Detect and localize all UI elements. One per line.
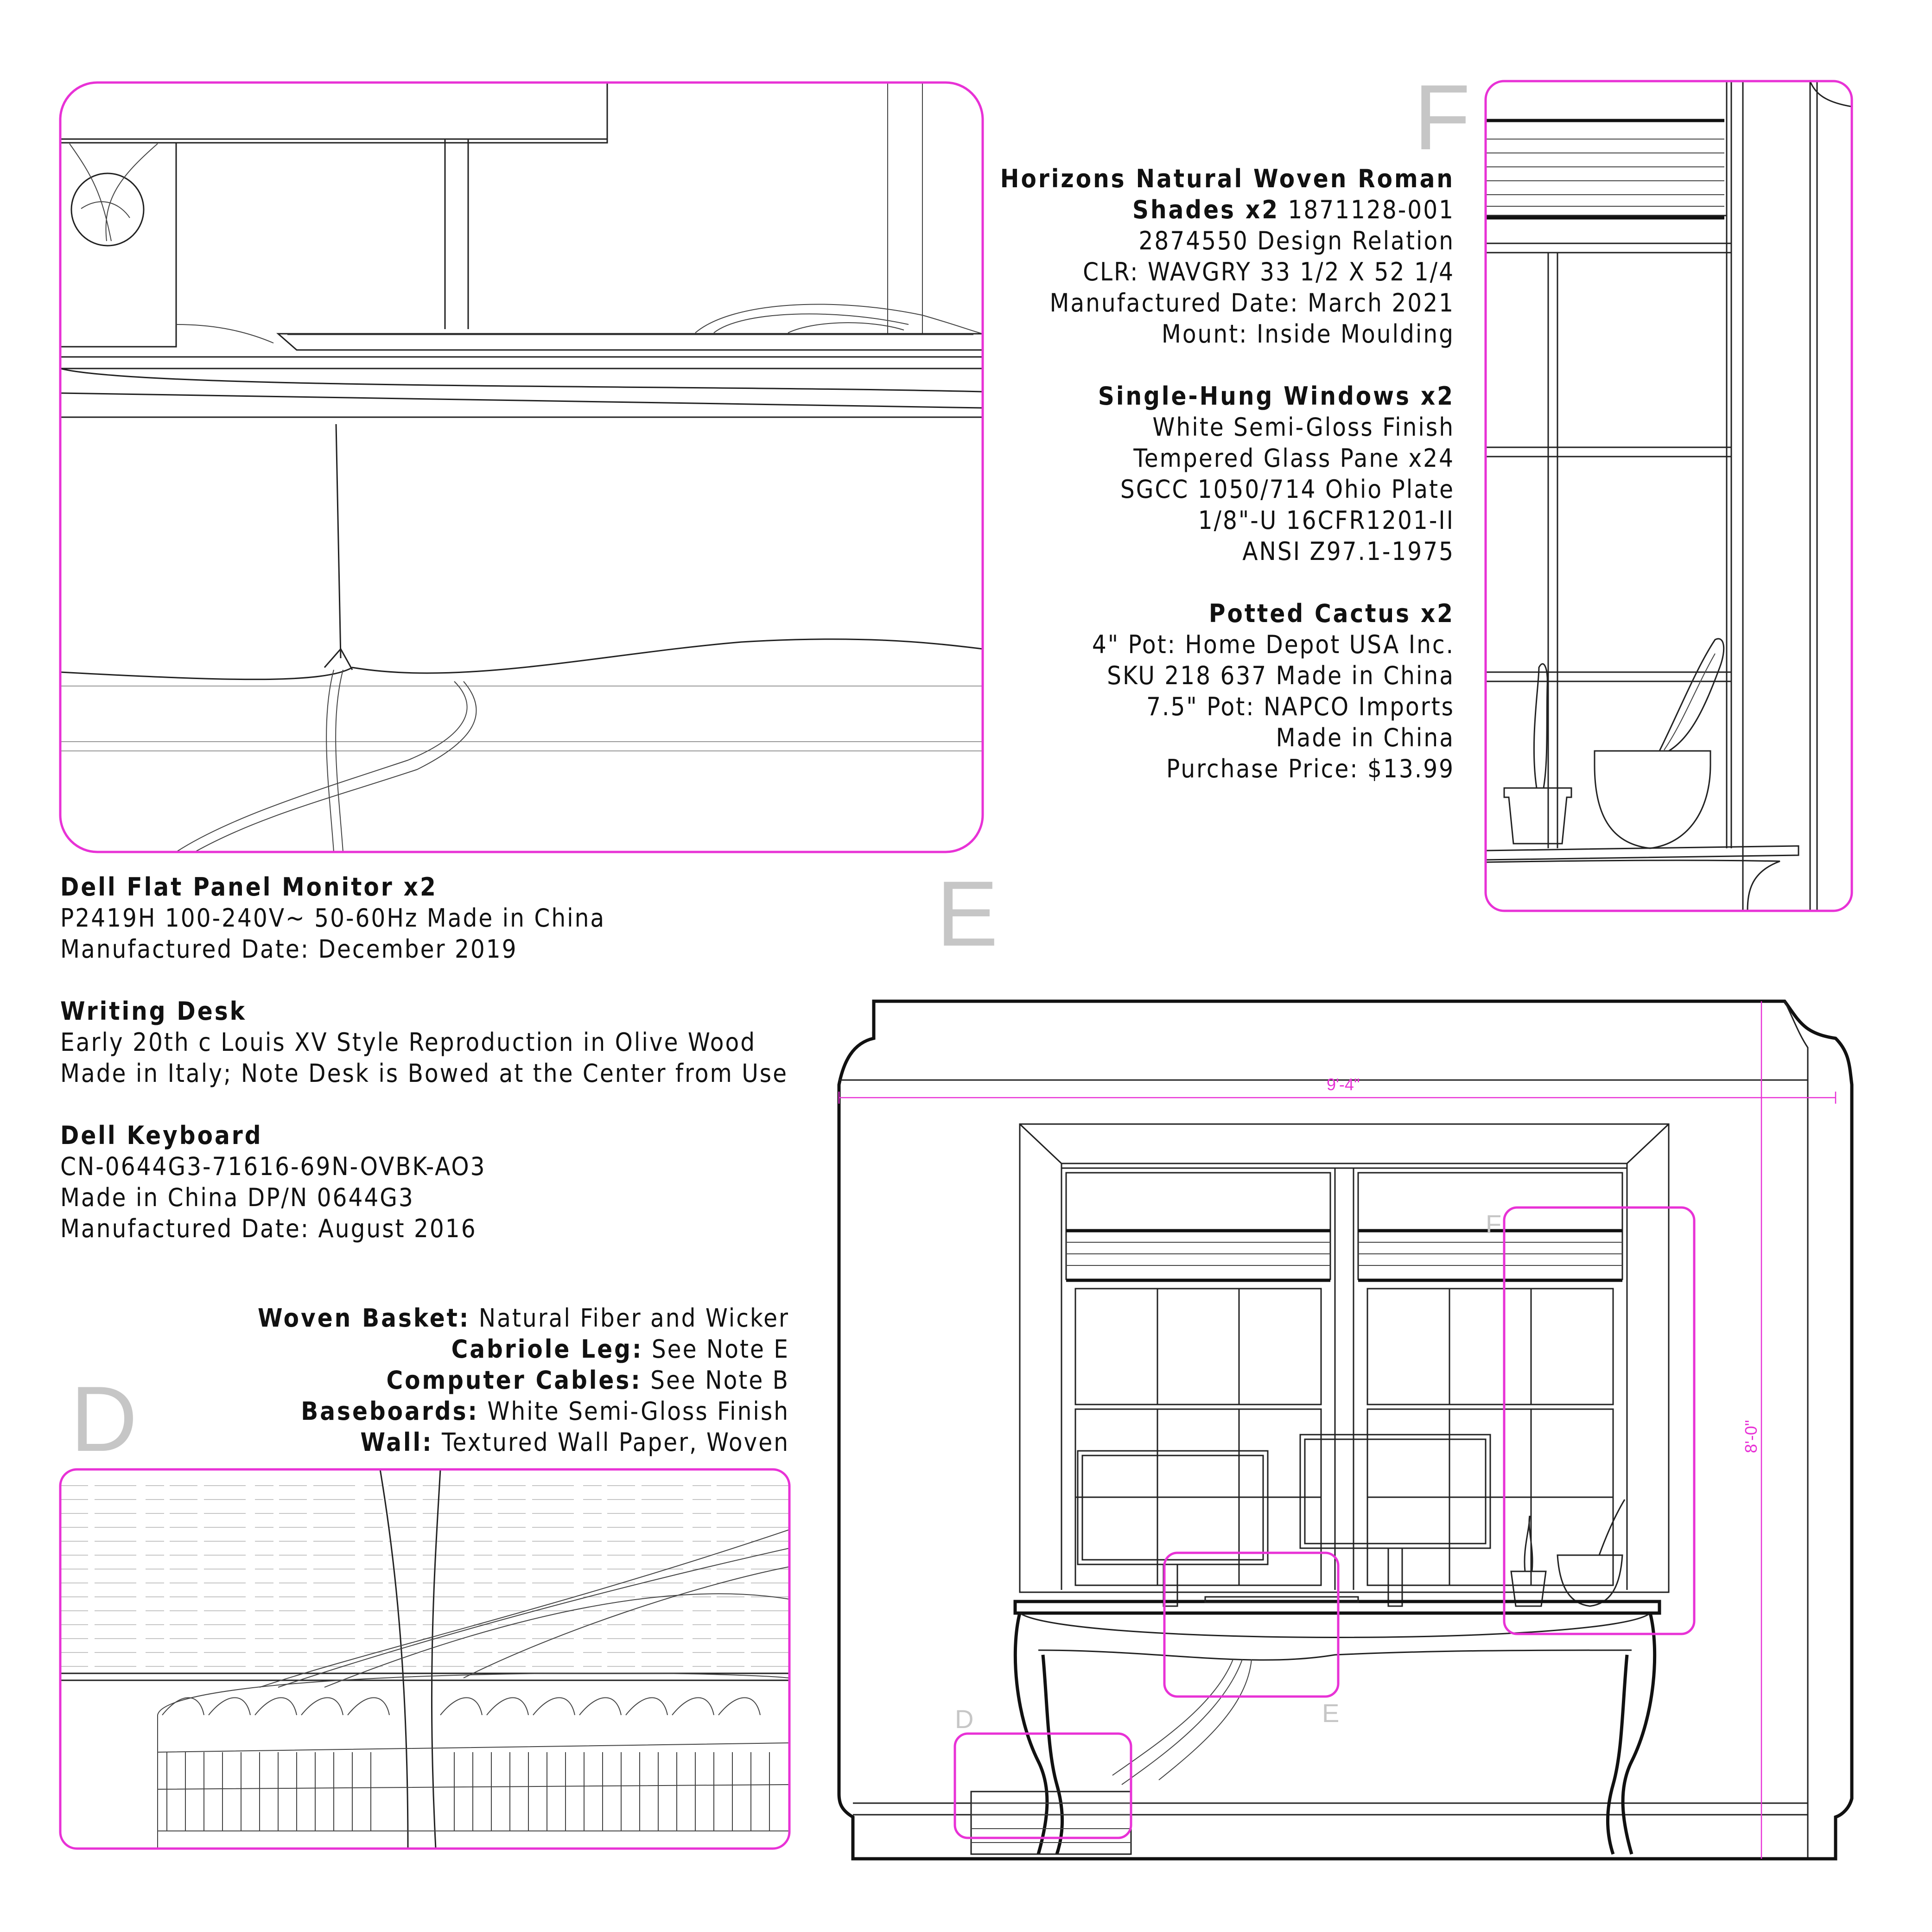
note-monitor-line: Manufactured Date: December 2019 xyxy=(60,934,518,964)
note-shades-line: 2874550 Design Relation xyxy=(1138,226,1455,255)
note-shades-first-rest: 1871128-001 xyxy=(1279,195,1455,224)
plan-label-d: D xyxy=(955,1704,973,1734)
note-keyboard-line: CN-0644G3-71616-69N-OVBK-AO3 xyxy=(60,1152,486,1181)
note-basket-label: Woven Basket: xyxy=(257,1303,470,1333)
note-monitor-title: Dell Flat Panel Monitor x2 xyxy=(60,872,438,902)
note-cables-value: See Note B xyxy=(642,1366,789,1395)
callout-e-box xyxy=(1163,1551,1340,1698)
note-windows-title: Single-Hung Windows x2 xyxy=(1098,381,1455,411)
detail-f-drawing xyxy=(1486,81,1852,911)
note-cactus-line: 7.5" Pot: NAPCO Imports xyxy=(1146,692,1455,721)
note-shades-line: Manufactured Date: March 2021 xyxy=(1049,288,1455,318)
note-shades-title: Horizons Natural Woven Roman xyxy=(1000,164,1455,193)
note-cactus-line: Purchase Price: $13.99 xyxy=(1166,754,1455,783)
note-windows-line: White Semi-Gloss Finish xyxy=(1152,413,1455,442)
note-cactus-title: Potted Cactus x2 xyxy=(1208,599,1455,628)
plan-label-f: F xyxy=(1486,1209,1501,1239)
dimension-height-label: 8'-0" xyxy=(1741,1420,1760,1453)
detail-d-frame xyxy=(59,1468,791,1850)
note-cactus-line: SKU 218 637 Made in China xyxy=(1107,661,1455,690)
note-monitor-line: P2419H 100-240V~ 50-60Hz Made in China xyxy=(60,903,606,933)
dimension-width xyxy=(838,1092,1837,1104)
note-wall-label: Wall: xyxy=(360,1428,433,1457)
note-shades-title-2: Shades x2 xyxy=(1132,195,1280,224)
detail-f-frame xyxy=(1484,80,1853,912)
note-desk-line: Made in Italy; Note Desk is Bowed at the… xyxy=(60,1059,788,1088)
note-keyboard-line: Manufactured Date: August 2016 xyxy=(60,1214,477,1243)
note-windows-line: SGCC 1050/714 Ohio Plate xyxy=(1120,475,1455,504)
note-wall-value: Textured Wall Paper, Woven xyxy=(433,1428,789,1457)
panel-letter-e: E xyxy=(936,862,998,966)
detail-d-drawing xyxy=(60,1469,789,1849)
note-keyboard-title: Dell Keyboard xyxy=(60,1121,263,1150)
note-shades-line: Mount: Inside Moulding xyxy=(1161,319,1455,349)
note-basket-value: Natural Fiber and Wicker xyxy=(470,1303,789,1333)
note-cactus-line: 4" Pot: Home Depot USA Inc. xyxy=(1092,630,1455,659)
note-cables-label: Computer Cables: xyxy=(386,1366,642,1395)
detail-e-drawing xyxy=(60,83,983,852)
detail-e-frame xyxy=(59,81,984,853)
note-windows-line: 1/8"-U 16CFR1201-II xyxy=(1198,506,1455,535)
note-leg-label: Cabriole Leg: xyxy=(451,1335,643,1364)
callout-d-box xyxy=(953,1732,1132,1839)
note-baseboards-label: Baseboards: xyxy=(301,1397,479,1426)
panel-letter-f: F xyxy=(1414,66,1470,169)
note-shades-line: CLR: WAVGRY 33 1/2 X 52 1/4 xyxy=(1083,257,1455,286)
woven-basket xyxy=(157,1672,789,1849)
note-leg-value: See Note E xyxy=(643,1335,789,1364)
note-baseboards-value: White Semi-Gloss Finish xyxy=(478,1397,789,1426)
note-cactus-line: Made in China xyxy=(1276,723,1455,752)
notes-d: Woven Basket: Natural Fiber and Wicker C… xyxy=(258,1303,789,1458)
room-elevation xyxy=(837,999,1854,1861)
note-windows-line: ANSI Z97.1-1975 xyxy=(1242,537,1455,566)
callout-f-box xyxy=(1503,1206,1696,1635)
notes-f: Horizons Natural Woven Roman Shades x2 1… xyxy=(1000,163,1455,784)
note-keyboard-line: Made in China DP/N 0644G3 xyxy=(60,1183,414,1212)
dimension-width-label: 9'-4" xyxy=(1327,1075,1360,1094)
note-desk-line: Early 20th c Louis XV Style Reproduction… xyxy=(60,1028,756,1057)
note-windows-line: Tempered Glass Pane x24 xyxy=(1133,444,1455,473)
note-desk-title: Writing Desk xyxy=(60,997,247,1026)
panel-letter-d: D xyxy=(70,1367,137,1471)
notes-e: Dell Flat Panel Monitor x2 P2419H 100-24… xyxy=(60,871,788,1244)
plan-label-e: E xyxy=(1322,1698,1339,1728)
